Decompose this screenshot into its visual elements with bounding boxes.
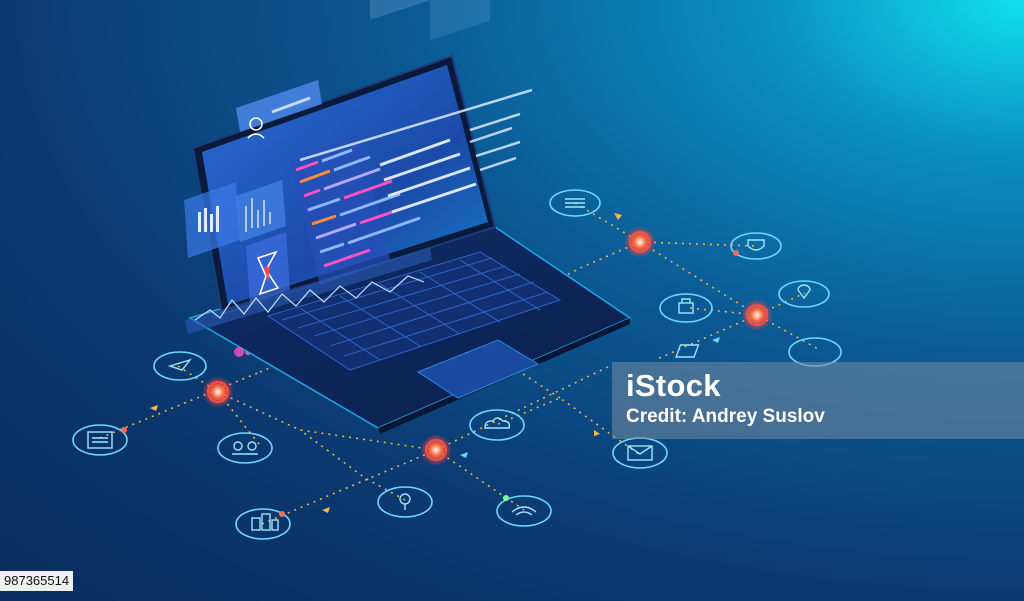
calendar-icon	[72, 424, 128, 456]
hourglass-icon	[256, 250, 280, 296]
code-window	[290, 135, 477, 285]
email-icon	[612, 437, 668, 469]
user-icon	[249, 117, 263, 131]
stock-id-label: 987365514	[0, 571, 74, 591]
watermark-band	[612, 362, 1024, 439]
location-pin-icon	[778, 280, 830, 308]
buildings-icon	[235, 508, 291, 540]
watermark-brand: iStock	[626, 368, 721, 403]
cloud-icon	[469, 409, 525, 441]
trackpad	[416, 339, 540, 399]
laptop	[184, 0, 632, 434]
people-icon	[217, 432, 273, 464]
wifi-icon	[496, 495, 552, 527]
hourglass-panel	[246, 232, 290, 304]
watermark-credit: Credit: Andrey Suslov	[626, 406, 825, 427]
shield-icon	[730, 232, 782, 260]
chart-panel	[184, 180, 286, 258]
keyboard	[266, 251, 562, 371]
cursor-icon	[153, 351, 207, 381]
lock-icon	[659, 293, 713, 323]
search-icon	[377, 486, 433, 518]
user-card	[236, 80, 322, 139]
list-icon	[549, 189, 601, 217]
glowing-nodes	[121, 226, 773, 517]
